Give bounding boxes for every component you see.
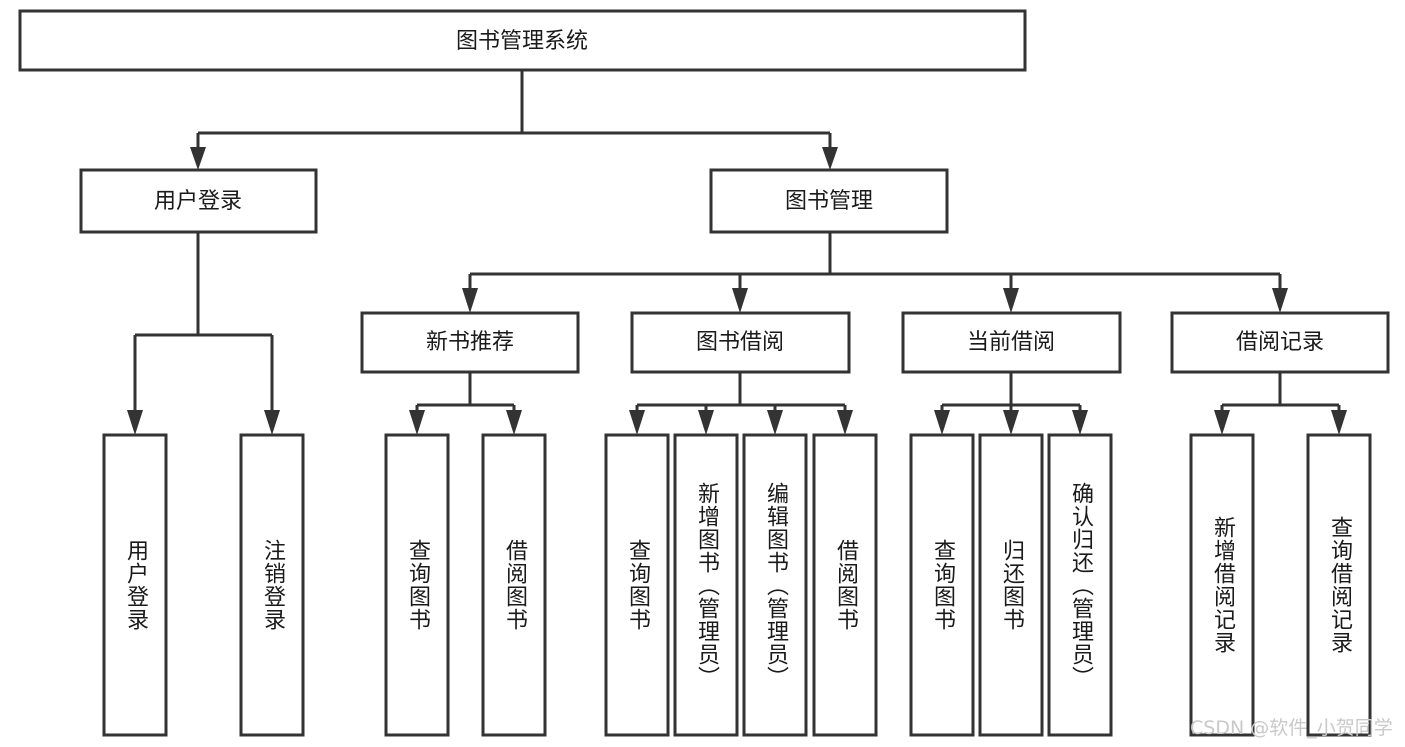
leaf-add-book-admin-box[interactable] (673, 433, 739, 737)
arrow-head-icon (822, 147, 838, 170)
arrow-head-icon (698, 410, 714, 435)
node-root-box[interactable] (18, 9, 1027, 72)
leaf-query-book-borrow-box[interactable] (604, 433, 670, 737)
arrow-head-icon (837, 410, 853, 435)
arrow-head-icon (506, 410, 522, 435)
connector-book-borrow-to-leaves (629, 372, 853, 435)
node-book-borrow-box[interactable] (630, 311, 851, 374)
leaf-user-login-box[interactable] (102, 433, 168, 737)
arrow-head-icon (264, 410, 280, 435)
leaf-query-book-current-box[interactable] (909, 433, 975, 737)
node-new-book-recommend-label: 新书推荐 (426, 330, 514, 355)
connector-root-to-level2 (190, 70, 838, 170)
connector-new-book-to-leaves (409, 372, 522, 435)
leaf-return-book-box[interactable] (978, 433, 1044, 737)
node-current-borrow-box[interactable] (901, 311, 1122, 374)
arrow-head-icon (1003, 410, 1019, 435)
arrow-head-icon (1331, 410, 1347, 435)
connector-current-borrow-to-leaves (934, 372, 1088, 435)
leaf-add-borrow-record-box[interactable] (1189, 433, 1255, 737)
leaf-query-book-recommend-box[interactable] (384, 433, 450, 737)
arrow-head-icon (1272, 288, 1288, 313)
leaf-borrow-book-box[interactable] (812, 433, 878, 737)
connector-user-login-to-leaves (127, 232, 280, 435)
arrow-head-icon (629, 410, 645, 435)
arrow-head-icon (1003, 288, 1019, 313)
node-book-management-label: 图书管理 (785, 189, 873, 214)
node-new-book-recommend-box[interactable] (360, 311, 580, 374)
node-user-login-box[interactable] (79, 168, 318, 234)
arrow-head-icon (190, 147, 206, 170)
node-borrow-record-box[interactable] (1170, 311, 1390, 374)
node-current-borrow-label: 当前借阅 (967, 330, 1055, 355)
arrow-head-icon (1214, 410, 1230, 435)
leaf-confirm-return-admin-box[interactable] (1047, 433, 1113, 737)
node-book-borrow-label: 图书借阅 (696, 330, 784, 355)
connector-book-management-to-level3 (462, 232, 1288, 313)
connector-borrow-record-to-leaves (1214, 372, 1347, 435)
node-root-label: 图书管理系统 (456, 29, 588, 54)
leaf-query-borrow-record-box[interactable] (1306, 433, 1372, 737)
node-user-login-label: 用户登录 (154, 189, 242, 214)
arrow-head-icon (127, 410, 143, 435)
leaf-edit-book-admin-box[interactable] (742, 433, 808, 737)
arrow-head-icon (767, 410, 783, 435)
leaf-logout-box[interactable] (239, 433, 305, 737)
leaf-borrow-book-recommend-box[interactable] (481, 433, 547, 737)
arrow-head-icon (1072, 410, 1088, 435)
arrow-head-icon (934, 410, 950, 435)
arrow-head-icon (409, 410, 425, 435)
node-borrow-record-label: 借阅记录 (1236, 330, 1324, 355)
csdn-watermark: CSDN @软件_小贺同学 (1190, 717, 1393, 739)
node-book-management-box[interactable] (709, 168, 949, 234)
arrow-head-icon (462, 288, 478, 313)
arrow-head-icon (732, 288, 748, 313)
